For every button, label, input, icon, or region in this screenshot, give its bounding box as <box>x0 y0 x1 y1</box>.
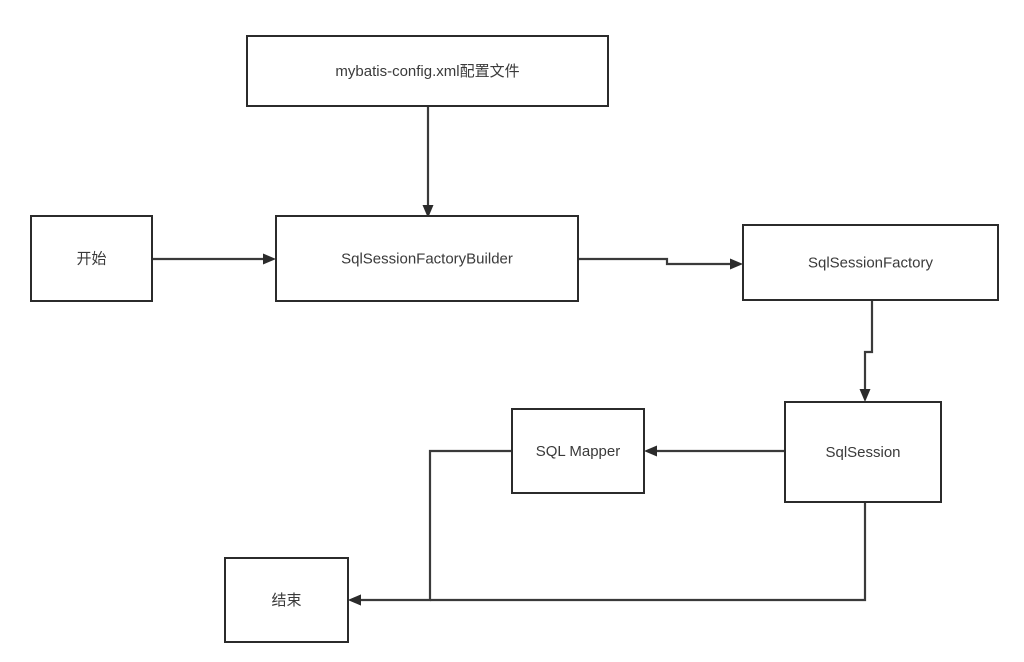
edge-arrowhead <box>263 253 276 265</box>
node-builder[interactable]: SqlSessionFactoryBuilder <box>275 215 579 302</box>
node-mapper[interactable]: SQL Mapper <box>511 408 645 494</box>
node-label-config: mybatis-config.xml配置文件 <box>335 63 519 80</box>
node-label-mapper: SQL Mapper <box>536 443 621 460</box>
edge-path <box>578 257 736 266</box>
node-box-builder[interactable] <box>275 215 579 302</box>
node-label-factory: SqlSessionFactory <box>808 254 934 271</box>
node-box-end[interactable] <box>224 557 349 643</box>
node-config[interactable]: mybatis-config.xml配置文件 <box>246 35 609 107</box>
edge-session-to-end <box>348 502 867 606</box>
node-box-start[interactable] <box>30 215 153 302</box>
node-label-start: 开始 <box>76 250 106 267</box>
edge-start-to-builder <box>152 253 276 265</box>
edge-session-to-mapper <box>644 445 785 457</box>
node-label-builder: SqlSessionFactoryBuilder <box>341 250 513 267</box>
node-box-factory[interactable] <box>742 224 999 301</box>
node-label-end: 结束 <box>271 592 301 609</box>
edge-mapper-to-end <box>348 449 512 606</box>
edge-arrowhead <box>644 445 657 457</box>
edge-arrowhead <box>859 389 871 402</box>
edge-path <box>355 449 512 602</box>
node-start[interactable]: 开始 <box>30 215 153 302</box>
edge-path <box>863 300 874 395</box>
edge-arrowhead <box>348 594 361 606</box>
edge-path <box>430 502 867 602</box>
node-session[interactable]: SqlSession <box>784 401 942 503</box>
node-box-session[interactable] <box>784 401 942 503</box>
edge-builder-to-factory <box>578 257 743 270</box>
node-box-config[interactable] <box>246 35 609 107</box>
node-end[interactable]: 结束 <box>224 557 349 643</box>
edge-arrowhead <box>422 205 434 218</box>
edge-factory-to-session <box>859 300 874 402</box>
node-box-mapper[interactable] <box>511 408 645 494</box>
node-label-session: SqlSession <box>825 444 900 461</box>
node-factory[interactable]: SqlSessionFactory <box>742 224 999 301</box>
edge-arrowhead <box>730 258 743 270</box>
edge-config-to-builder <box>422 106 434 218</box>
edge-layer <box>152 106 874 606</box>
